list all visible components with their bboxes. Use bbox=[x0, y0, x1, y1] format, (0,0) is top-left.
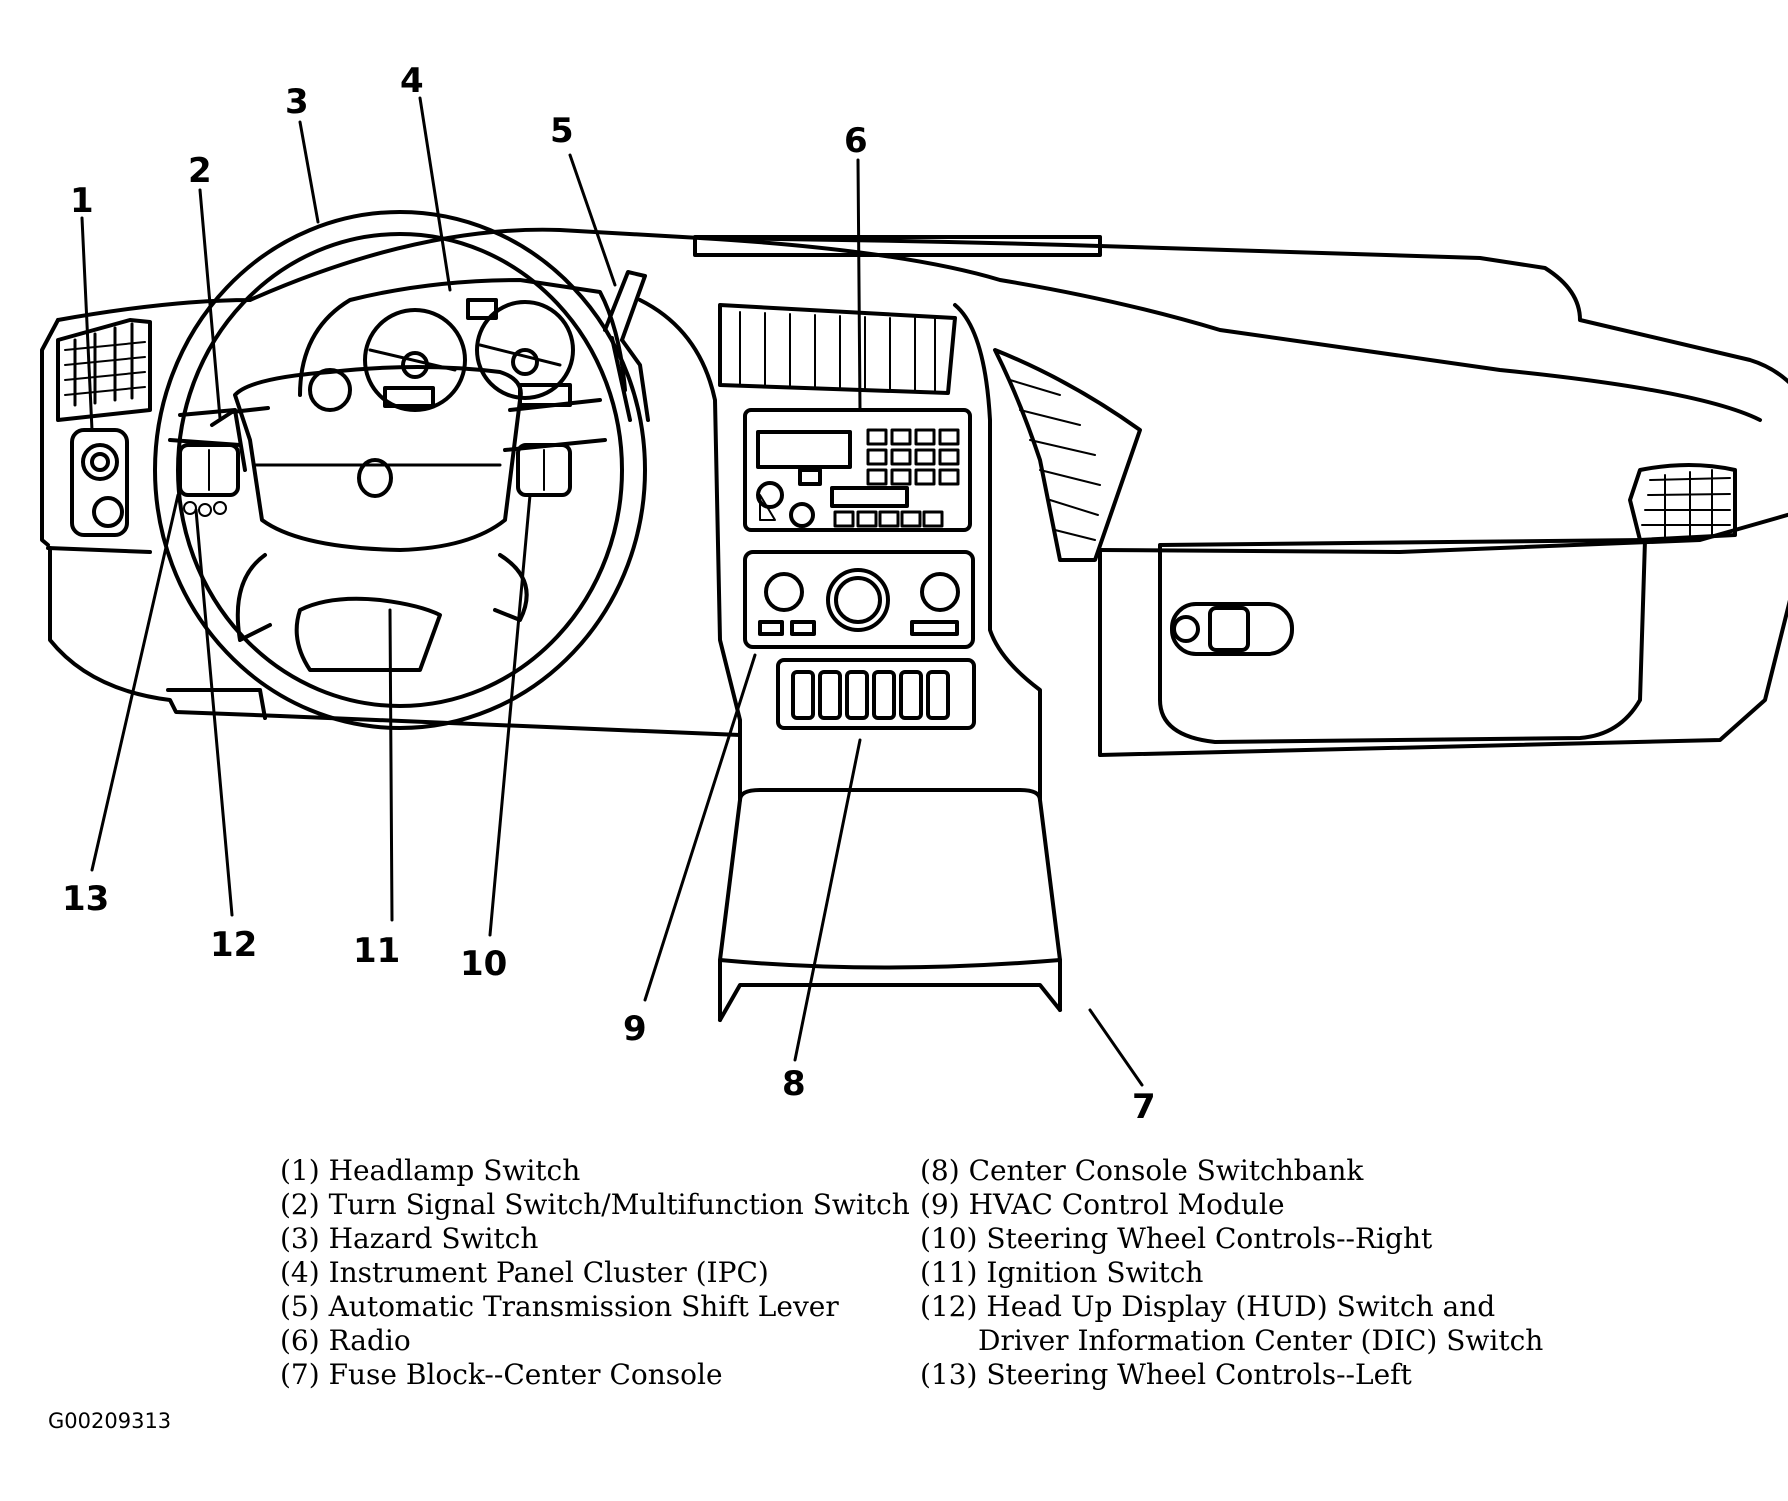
callout-9: 9 bbox=[623, 1009, 647, 1049]
shift-lever bbox=[603, 270, 650, 422]
legend-item-4: (4) Instrument Panel Cluster (IPC) bbox=[280, 1256, 769, 1289]
legend-item-8: (8) Center Console Switchbank bbox=[920, 1154, 1364, 1187]
callout-4: 4 bbox=[400, 61, 424, 101]
center-stack bbox=[638, 298, 1737, 1022]
radio-unit bbox=[743, 408, 972, 532]
right-steering-controls bbox=[516, 443, 572, 497]
legend-item-6: (6) Radio bbox=[280, 1324, 411, 1357]
figure-id: G00209313 bbox=[48, 1409, 172, 1433]
legend-item-9: (9) HVAC Control Module bbox=[920, 1188, 1285, 1221]
callout-6: 6 bbox=[844, 121, 868, 161]
legend-item-7: (7) Fuse Block--Center Console bbox=[280, 1358, 723, 1391]
steering-wheel bbox=[153, 210, 647, 730]
legend-item-11: (11) Ignition Switch bbox=[920, 1256, 1204, 1289]
callout-7: 7 bbox=[1132, 1087, 1156, 1127]
callout-13: 13 bbox=[62, 879, 109, 919]
leader-lines bbox=[80, 96, 1144, 1087]
callout-3: 3 bbox=[285, 82, 309, 122]
instrument-panel-cluster bbox=[298, 278, 627, 412]
legend-item-1: (1) Headlamp Switch bbox=[280, 1154, 581, 1187]
legend-item-5: (5) Automatic Transmission Shift Lever bbox=[280, 1290, 839, 1323]
callout-8: 8 bbox=[782, 1064, 806, 1104]
callout-numbers: 1 2 3 4 5 6 7 8 9 10 11 12 13 bbox=[62, 61, 1156, 1127]
legend-item-13: (13) Steering Wheel Controls--Left bbox=[920, 1358, 1412, 1391]
callout-11: 11 bbox=[353, 931, 400, 971]
legend-item-2: (2) Turn Signal Switch/Multifunction Swi… bbox=[280, 1188, 910, 1221]
legend-item-10: (10) Steering Wheel Controls--Right bbox=[920, 1222, 1433, 1255]
callout-10: 10 bbox=[460, 944, 507, 984]
left-steering-controls bbox=[178, 443, 240, 497]
legend-right-column: (8) Center Console Switchbank (9) HVAC C… bbox=[920, 1154, 1543, 1392]
dashboard-outline bbox=[40, 227, 1788, 757]
console-switchbank bbox=[776, 658, 976, 730]
callout-2: 2 bbox=[188, 151, 212, 191]
hvac-module bbox=[743, 550, 975, 649]
left-vent-and-headlamp-area bbox=[56, 318, 152, 537]
callout-5: 5 bbox=[550, 111, 574, 151]
legend-item-3: (3) Hazard Switch bbox=[280, 1222, 539, 1255]
callout-1: 1 bbox=[70, 181, 94, 221]
callout-12: 12 bbox=[210, 925, 257, 965]
legend-item-12: (12) Head Up Display (HUD) Switch and bbox=[920, 1290, 1496, 1323]
legend-item-12-continued: Driver Information Center (DIC) Switch bbox=[978, 1324, 1544, 1357]
legend-left-column: (1) Headlamp Switch (2) Turn Signal Swit… bbox=[280, 1154, 910, 1392]
